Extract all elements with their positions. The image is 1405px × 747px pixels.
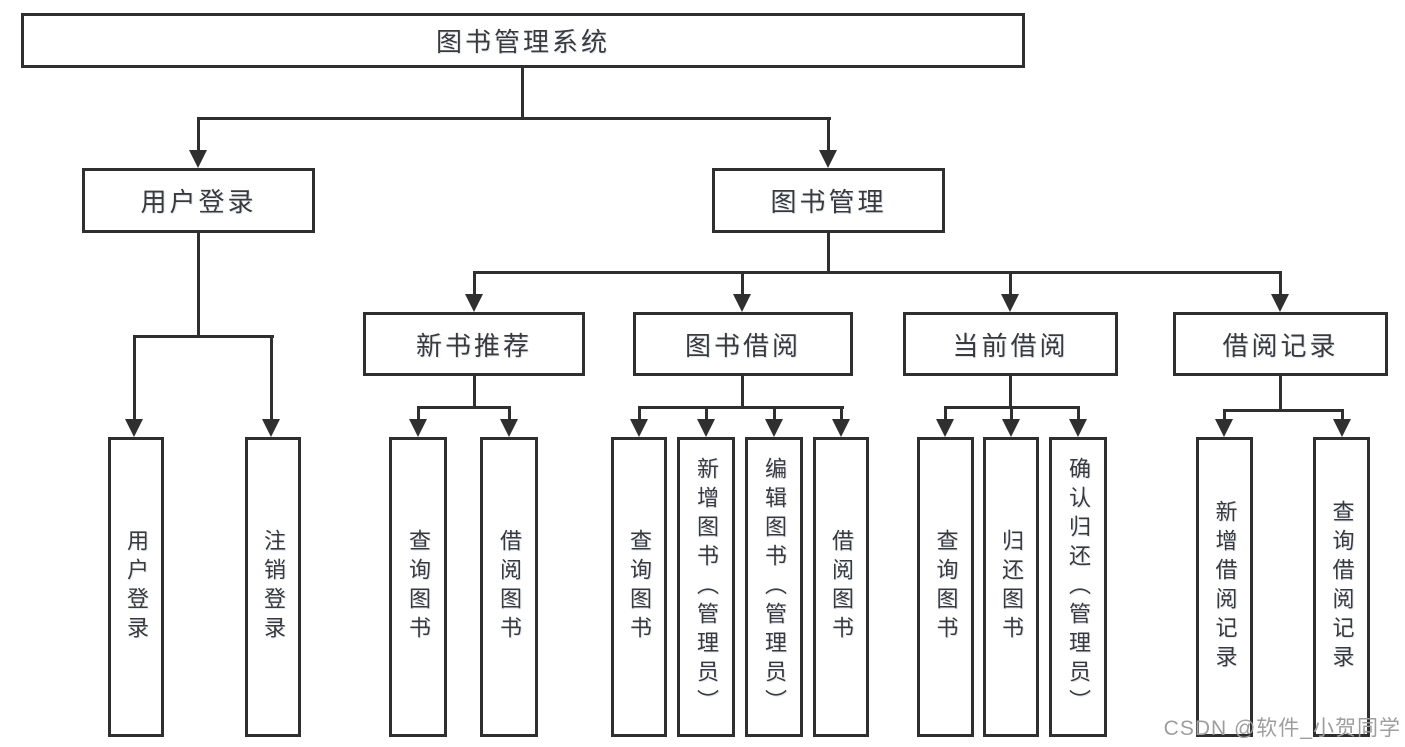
leaf-logout: 注销登录 xyxy=(245,437,301,737)
node-current-borrow: 当前借阅 xyxy=(903,312,1118,376)
arrow-down-icon xyxy=(1001,294,1019,312)
connector-to-user-login xyxy=(197,117,200,153)
connector-to-leaf xyxy=(705,406,708,421)
node-book-borrow: 图书借阅 xyxy=(633,312,853,376)
connector-current-stem xyxy=(1009,376,1012,409)
connector-records-stem xyxy=(1279,376,1282,412)
arrow-down-icon xyxy=(500,419,518,437)
leaf-borrow-query-books: 查询图书 xyxy=(611,437,667,737)
arrow-down-icon xyxy=(697,419,715,437)
connector-to-leaf xyxy=(944,406,947,421)
connector-borrow-stem xyxy=(741,376,744,409)
connector-mgmt-stem xyxy=(827,233,830,273)
arrow-down-icon xyxy=(1069,419,1087,437)
connector-to-leaf-user-login xyxy=(133,335,136,421)
leaf-borrow-borrow-books: 借阅图书 xyxy=(813,437,869,737)
leaf-newrec-query-books: 查询图书 xyxy=(389,437,447,737)
node-book-management-label: 图书管理 xyxy=(770,187,887,217)
leaf-records-add-record: 新增借阅记录 xyxy=(1196,437,1253,737)
node-new-book-recommend-label: 新书推荐 xyxy=(415,330,532,361)
connector-newrec-bar xyxy=(417,406,511,409)
leaf-newrec-borrow-books-label: 借阅图书 xyxy=(497,529,522,645)
leaf-user-login-label: 用户登录 xyxy=(124,529,149,645)
node-user-login-label: 用户登录 xyxy=(140,187,257,217)
leaf-current-confirm-return-admin: 确认归还（管理员） xyxy=(1049,437,1107,737)
leaf-borrow-edit-books-admin-label: 编辑图书（管理员） xyxy=(762,456,787,718)
leaf-newrec-query-books-label: 查询图书 xyxy=(406,529,431,645)
arrow-down-icon xyxy=(630,419,648,437)
leaf-current-confirm-return-admin-label: 确认归还（管理员） xyxy=(1066,456,1091,718)
node-root: 图书管理系统 xyxy=(21,13,1025,68)
node-book-borrow-label: 图书借阅 xyxy=(684,330,801,361)
connector-to-book-management xyxy=(827,117,830,153)
leaf-borrow-edit-books-admin: 编辑图书（管理员） xyxy=(745,437,803,737)
connector-borrow-bar xyxy=(638,406,844,409)
leaf-records-add-record-label: 新增借阅记录 xyxy=(1212,500,1238,674)
leaf-logout-label: 注销登录 xyxy=(261,529,286,645)
connector-records-bar xyxy=(1223,409,1344,412)
connector-to-leaf xyxy=(1341,409,1344,421)
connector-login-stem xyxy=(197,233,200,338)
leaf-borrow-borrow-books-label: 借阅图书 xyxy=(829,529,854,645)
node-borrow-records-label: 借阅记录 xyxy=(1222,330,1339,361)
leaf-current-return-books-label: 归还图书 xyxy=(999,529,1024,645)
connector-to-leaf xyxy=(1010,406,1013,421)
connector-mgmt-bar xyxy=(473,271,1282,274)
leaf-borrow-query-books-label: 查询图书 xyxy=(627,529,652,645)
arrow-down-icon xyxy=(262,419,280,437)
node-user-login: 用户登录 xyxy=(82,168,315,233)
connector-to-leaf xyxy=(773,406,776,421)
node-book-management: 图书管理 xyxy=(712,168,945,233)
node-current-borrow-label: 当前借阅 xyxy=(952,330,1069,361)
connector-to-leaf xyxy=(638,406,641,421)
leaf-borrow-add-books-admin-label: 新增图书（管理员） xyxy=(694,456,719,718)
connector-root-stem xyxy=(521,68,524,118)
leaf-current-query-books-label: 查询图书 xyxy=(933,529,959,645)
connector-to-leaf xyxy=(1223,409,1226,421)
arrow-down-icon xyxy=(819,150,837,168)
arrow-down-icon xyxy=(125,419,143,437)
connector-to-leaf xyxy=(1077,406,1080,421)
leaf-newrec-borrow-books: 借阅图书 xyxy=(480,437,538,737)
connector-to-new-book-recommend xyxy=(473,271,476,296)
node-root-label: 图书管理系统 xyxy=(435,27,610,57)
connector-newrec-stem xyxy=(473,376,476,409)
leaf-records-query-record: 查询借阅记录 xyxy=(1313,437,1370,737)
arrow-down-icon xyxy=(1271,294,1289,312)
node-new-book-recommend: 新书推荐 xyxy=(363,312,585,376)
node-borrow-records: 借阅记录 xyxy=(1173,312,1388,376)
arrow-down-icon xyxy=(1002,419,1020,437)
leaf-current-query-books: 查询图书 xyxy=(917,437,974,737)
leaf-current-return-books: 归还图书 xyxy=(983,437,1039,737)
connector-to-leaf xyxy=(840,406,843,421)
arrow-down-icon xyxy=(832,419,850,437)
connector-to-borrow-records xyxy=(1279,271,1282,296)
csdn-watermark: CSDN @软件_小贺同学 xyxy=(1163,717,1401,740)
arrow-down-icon xyxy=(733,294,751,312)
connector-to-leaf-logout xyxy=(270,335,273,421)
arrow-down-icon xyxy=(465,294,483,312)
leaf-records-query-record-label: 查询借阅记录 xyxy=(1329,500,1355,674)
arrow-down-icon xyxy=(189,150,207,168)
connector-login-bar xyxy=(133,335,274,338)
arrow-down-icon xyxy=(409,419,427,437)
connector-to-leaf xyxy=(508,406,511,421)
arrow-down-icon xyxy=(936,419,954,437)
connector-to-leaf xyxy=(417,406,420,421)
leaf-borrow-add-books-admin: 新增图书（管理员） xyxy=(677,437,735,737)
arrow-down-icon xyxy=(1215,419,1233,437)
arrow-down-icon xyxy=(1333,419,1351,437)
connector-to-book-borrow xyxy=(741,271,744,296)
connector-root-bar xyxy=(197,117,831,120)
connector-to-current-borrow xyxy=(1009,271,1012,296)
leaf-user-login: 用户登录 xyxy=(108,437,164,737)
arrow-down-icon xyxy=(765,419,783,437)
